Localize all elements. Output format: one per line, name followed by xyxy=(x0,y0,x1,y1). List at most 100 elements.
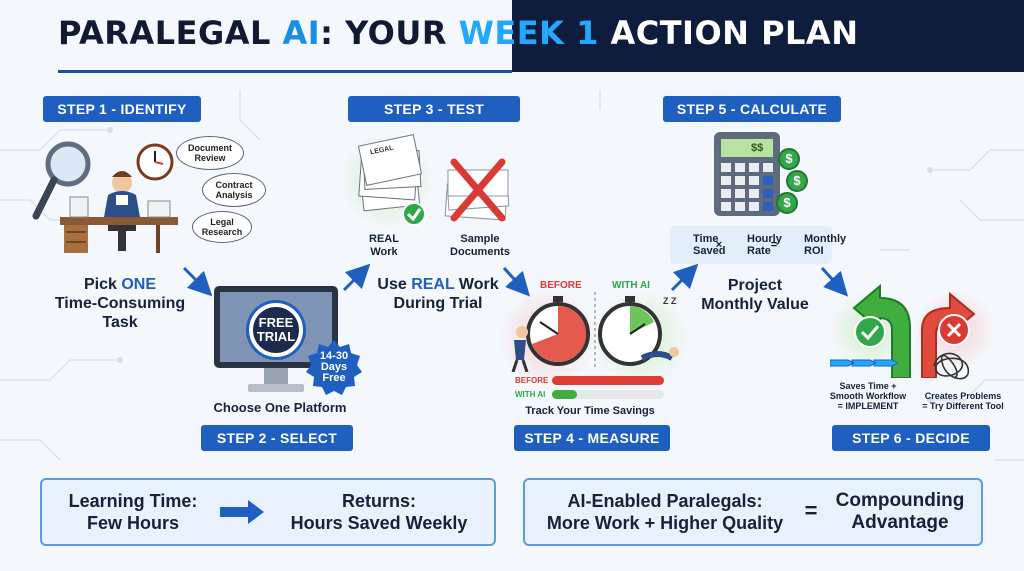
step-3-caption-a: Use xyxy=(377,276,412,293)
formula-rate-l1: Hourly xyxy=(747,233,782,245)
free-trial-badge: FREE TRIAL xyxy=(249,303,303,357)
step-3-caption-b: Work xyxy=(454,276,499,293)
bar-before-fill xyxy=(552,376,664,385)
free-trial-line-2: TRIAL xyxy=(256,329,296,344)
step-4-badge: STEP 4 - MEASURE xyxy=(514,425,670,451)
step-1-badge: STEP 1 - IDENTIFY xyxy=(43,96,201,122)
smooth-workflow-arrows xyxy=(830,359,900,367)
title-part-5: ACTION PLAN xyxy=(598,14,859,52)
page-title: PARALEGAL AI: YOUR WEEK 1 ACTION PLAN xyxy=(58,14,858,62)
learning-time-text: Learning Time: Few Hours xyxy=(48,490,218,534)
ai-paralegals-text: AI-Enabled Paralegals: More Work + Highe… xyxy=(530,490,800,534)
formula-roi-l1: Monthly xyxy=(804,233,847,245)
step-1-caption-accent: ONE xyxy=(121,276,157,293)
step-1-caption: Pick ONE Time-Consuming Task xyxy=(30,275,210,332)
free-trial-line-1: FREE xyxy=(258,315,294,330)
step-2-caption: Choose One Platform xyxy=(213,400,347,415)
step-1-caption-c: Task xyxy=(102,314,138,331)
title-dark-panel xyxy=(512,0,1024,72)
stressed-worker-illustration xyxy=(60,171,178,253)
step-5-caption-l2: Monthly Value xyxy=(701,296,809,313)
with-ai-label: WITH AI xyxy=(612,280,650,291)
sample-documents-label: Sample Documents xyxy=(438,233,522,259)
step-5-badge: STEP 5 - CALCULATE xyxy=(663,96,841,122)
formula-time-l1: Time xyxy=(693,233,719,245)
dollar-coin-icon: $ xyxy=(776,192,798,214)
returns-line-1: Returns: xyxy=(341,491,416,511)
bar-with-ai-track xyxy=(552,390,664,399)
bubble-legal-research: Legal Research xyxy=(192,211,252,243)
title-bar: PARALEGAL AI: YOUR WEEK 1 ACTION PLAN xyxy=(0,0,1024,73)
equals-sign: = xyxy=(804,498,818,523)
formula-rate-l2: Rate xyxy=(747,245,771,257)
bar-before-track xyxy=(552,376,664,385)
step-3-badge: STEP 3 - TEST xyxy=(348,96,520,122)
dollar-coin-icon: $ xyxy=(786,170,808,192)
compounding-line-1: Compounding xyxy=(835,490,965,511)
step-2-badge: STEP 2 - SELECT xyxy=(201,425,353,451)
step-1-caption-b: Time-Consuming xyxy=(54,295,186,312)
bubble-document-review: Document Review xyxy=(176,136,244,170)
seal-line-2: Days xyxy=(320,361,348,373)
title-part-3: : YOUR xyxy=(320,14,459,52)
implement-line-2: Smooth Workflow xyxy=(829,391,907,401)
try-different-line-1: Creates Problems xyxy=(924,391,1002,401)
title-part-4: WEEK 1 xyxy=(458,14,599,52)
calculator-icon xyxy=(714,132,780,216)
bar-with-ai-label: WITH AI xyxy=(515,390,546,399)
days-free-seal-text: 14-30 Days Free xyxy=(307,351,361,384)
bottom-box-advantage xyxy=(523,478,983,546)
title-underline xyxy=(58,70,512,73)
step-3-caption-c: During Trial xyxy=(393,295,483,312)
right-arrow-icon xyxy=(220,500,264,524)
bar-before-label: BEFORE xyxy=(515,376,549,385)
decision-fork-arrows xyxy=(852,283,976,378)
legal-papers-stack xyxy=(357,134,426,226)
step-6-badge: STEP 6 - DECIDE xyxy=(832,425,990,451)
try-different-label: Creates Problems = Try Different Tool xyxy=(912,391,1014,411)
bar-with-ai-fill xyxy=(552,390,577,399)
formula-equals-sign: = xyxy=(770,239,778,251)
stopwatch-comparison xyxy=(511,292,679,372)
tangled-mess-icon xyxy=(933,352,969,380)
seal-line-1: 14-30 xyxy=(319,350,349,362)
returns-line-2: Hours Saved Weekly xyxy=(290,513,468,533)
implement-line-1: Saves Time + xyxy=(839,381,897,391)
step-3-caption-accent: REAL xyxy=(411,276,455,293)
bottom-box-learning xyxy=(40,478,496,546)
compounding-text: Compounding Advantage xyxy=(822,490,978,534)
days-free-seal xyxy=(306,340,362,395)
real-work-line-2: Work xyxy=(370,246,398,258)
title-part-2: AI xyxy=(282,14,321,52)
seal-line-3: Free xyxy=(322,372,346,384)
calculator-display: $$ xyxy=(751,142,764,154)
returns-text: Returns: Hours Saved Weekly xyxy=(268,490,490,534)
before-label: BEFORE xyxy=(540,280,582,291)
learning-line-1: Learning Time: xyxy=(68,491,198,511)
formula-time-l2: Saved xyxy=(693,245,726,257)
formula-roi-l2: ROI xyxy=(804,245,824,257)
real-work-line-1: REAL xyxy=(369,233,399,245)
implement-label: Saves Time + Smooth Workflow = IMPLEMENT xyxy=(820,381,916,411)
implement-line-3: = IMPLEMENT xyxy=(837,401,899,411)
step-4-caption: Track Your Time Savings xyxy=(525,405,655,417)
sample-documents-rejected xyxy=(444,158,510,222)
title-part-1: PARALEGAL xyxy=(58,14,283,52)
step-5-caption-l1: Project xyxy=(727,277,783,294)
real-work-label: REAL Work xyxy=(356,233,412,259)
step-3-caption: Use REAL Work During Trial xyxy=(360,275,516,313)
bubble-contract-analysis: Contract Analysis xyxy=(202,173,266,207)
sample-line-2: Documents xyxy=(450,246,510,258)
try-different-line-2: = Try Different Tool xyxy=(922,401,1004,411)
magnifier-icon xyxy=(32,141,91,220)
ai-paralegals-line-1: AI-Enabled Paralegals: xyxy=(567,491,763,511)
dollar-coin-icon: $ xyxy=(778,148,800,170)
step-1-caption-a: Pick xyxy=(83,276,122,293)
step-5-caption: Project Monthly Value xyxy=(680,276,830,314)
formula-times-sign: × xyxy=(715,239,723,251)
